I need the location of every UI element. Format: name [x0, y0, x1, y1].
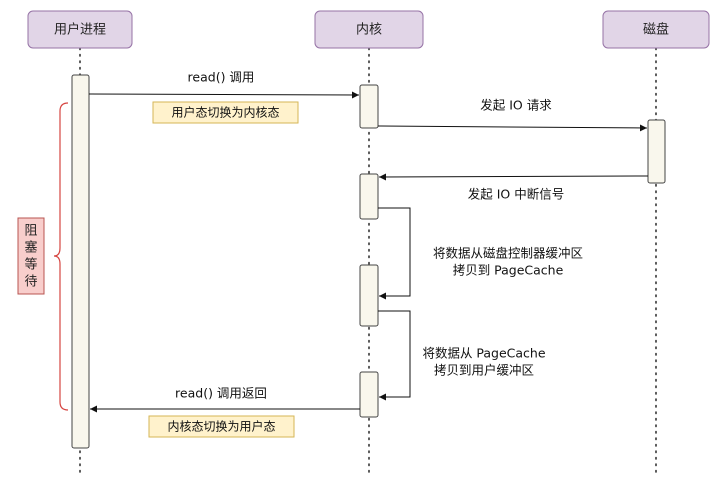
read-call-arrow: [88, 91, 360, 99]
read-call-label: read() 调用: [188, 70, 255, 85]
blocking-char-4: 待: [24, 275, 37, 290]
disk-activation: [647, 119, 666, 184]
copy-to-pagecache-arrow: [378, 207, 411, 300]
io-interrupt-arrow: [378, 173, 649, 181]
kernel-activation-3: [359, 264, 379, 327]
copy-to-pagecache-label-line1: 将数据从磁盘控制器缓冲区: [433, 246, 583, 261]
note-user-to-kernel-label: 用户态切换为内核态: [171, 105, 279, 120]
kernel-activation-4: [359, 371, 379, 418]
blocking-char-2: 塞: [24, 240, 37, 256]
actor-kernel-label: 内核: [356, 22, 382, 38]
io-request-arrow: [377, 124, 648, 132]
note-kernel-to-user: 内核态切换为用户态: [148, 415, 295, 438]
note-kernel-to-user-label: 内核态切换为用户态: [167, 419, 275, 434]
note-user-to-kernel: 用户态切换为内核态: [152, 101, 299, 124]
blocking-char-3: 等: [24, 257, 37, 273]
read-return-label: read() 调用返回: [175, 386, 267, 401]
actor-disk-label: 磁盘: [643, 22, 669, 38]
copy-to-user-label-line1: 将数据从 PageCache: [422, 346, 545, 361]
user-process-activation: [71, 74, 90, 449]
blocking-brace: [53, 102, 69, 411]
actor-user-process: 用户进程: [27, 10, 133, 49]
actor-kernel: 内核: [314, 10, 424, 49]
actor-user-process-label: 用户进程: [54, 22, 106, 38]
io-request-label: 发起 IO 请求: [480, 98, 552, 113]
io-interrupt-label: 发起 IO 中断信号: [468, 187, 564, 202]
copy-to-user-label-line2: 拷贝到用户缓冲区: [434, 363, 534, 378]
kernel-activation-1: [359, 84, 379, 129]
copy-to-pagecache-label-line2: 拷贝到 PageCache: [453, 263, 564, 278]
blocking-char-1: 阻: [24, 224, 37, 239]
copy-to-user-arrow: [378, 310, 411, 401]
actor-disk: 磁盘: [602, 10, 710, 49]
blocking-wait-box: 阻 塞 等 待: [17, 217, 45, 295]
kernel-activation-2: [359, 173, 379, 220]
